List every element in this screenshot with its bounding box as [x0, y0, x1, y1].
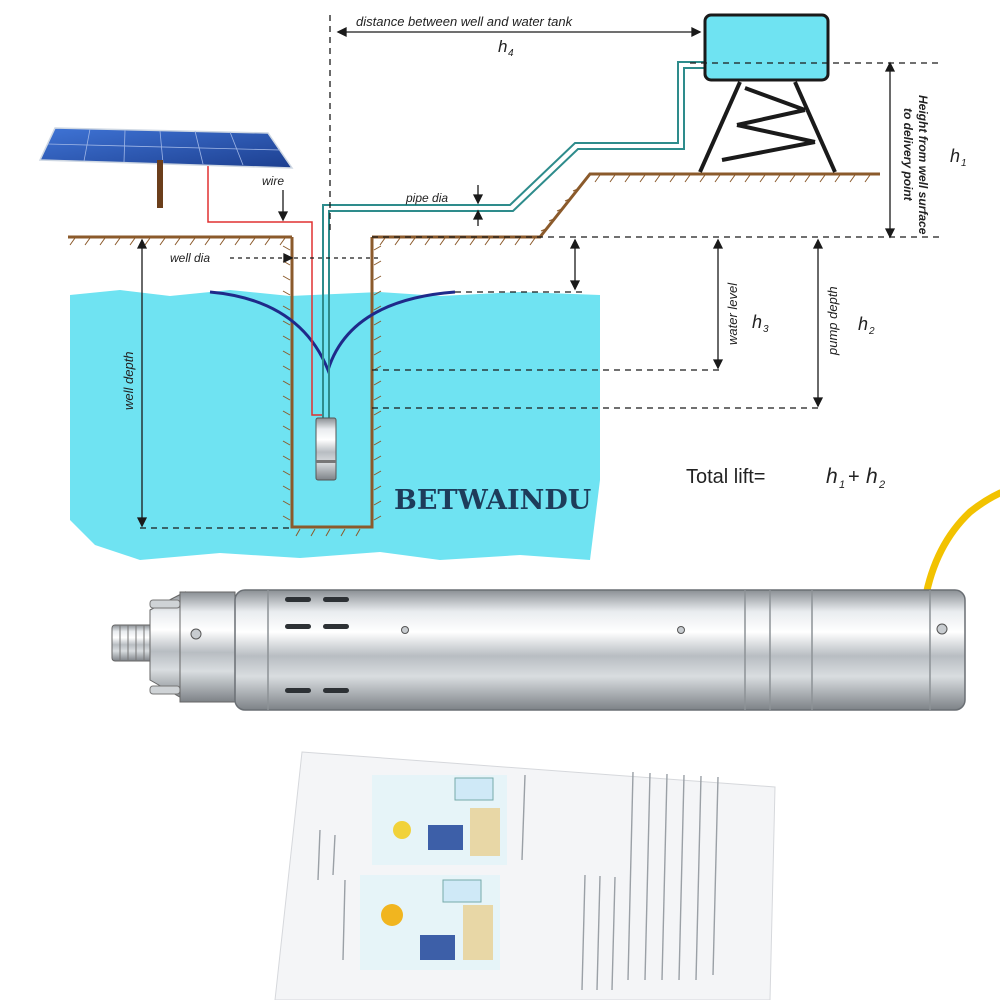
wire-label: wire	[262, 174, 284, 188]
well-dia-label: well dia	[170, 251, 210, 265]
total-lift-prefix: Total lift=	[686, 466, 765, 488]
total-lift-h2: h	[866, 465, 878, 488]
h3-subscript: 3	[763, 324, 769, 335]
delivery-pipe	[322, 61, 715, 425]
manual-illustrations	[360, 775, 507, 970]
instruction-manual	[274, 751, 776, 1000]
ground-surface	[68, 172, 880, 239]
brand-watermark: BETWAINDU	[394, 485, 591, 516]
h4-subscript: 4	[508, 48, 514, 59]
h3-label: h	[752, 312, 762, 332]
total-lift-plus: +	[848, 466, 860, 488]
well-shaft	[290, 237, 374, 529]
solar-panel	[38, 127, 294, 208]
ground-hatching	[69, 174, 871, 246]
total-lift-formula: Total lift= h 1 + h 2	[686, 465, 885, 491]
h4-label: h	[498, 37, 507, 56]
submersible-pump	[111, 589, 966, 711]
manual-text-lines	[317, 771, 719, 991]
h2-subscript: 2	[868, 326, 875, 337]
distance-label: distance between well and water tank	[356, 14, 574, 29]
well-pump	[315, 417, 337, 481]
total-lift-h1: h	[826, 465, 838, 488]
power-cable	[921, 489, 1000, 604]
total-lift-h1-sub: 1	[839, 479, 845, 491]
pump-depth-label: pump depth	[825, 286, 840, 356]
height-delivery-label-2: to delivery point	[901, 108, 915, 202]
h2-label: h	[858, 314, 868, 334]
h1-subscript: 1	[961, 158, 967, 169]
height-delivery-label: Height from well surface	[916, 95, 930, 235]
h1-label: h	[950, 146, 960, 166]
well-wall-hatching	[282, 245, 382, 537]
water-level-label: water level	[725, 282, 740, 345]
water-tank	[698, 13, 837, 173]
pipe-dia-label: pipe dia	[405, 191, 448, 205]
well-depth-label: well depth	[121, 351, 136, 410]
dimension-lines	[136, 15, 940, 529]
total-lift-h2-sub: 2	[878, 479, 885, 491]
power-wire	[207, 162, 322, 416]
